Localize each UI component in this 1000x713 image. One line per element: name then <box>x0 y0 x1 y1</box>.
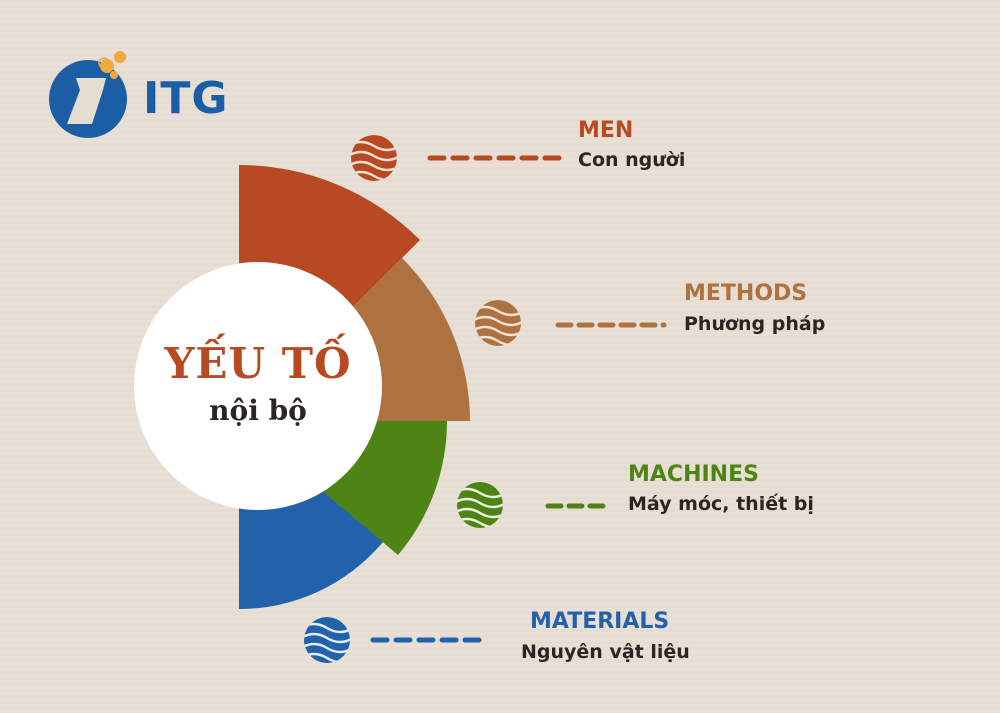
factor-title-methods: METHODS <box>684 281 808 306</box>
wave-ball-icon <box>457 482 503 528</box>
center-circle <box>134 262 382 510</box>
factor-subtitle-machines: Máy móc, thiết bị <box>628 493 814 515</box>
wave-ball-icon <box>351 135 397 181</box>
factor-title-men: MEN <box>578 118 634 143</box>
factor-title-materials: MATERIALS <box>530 609 670 634</box>
factor-subtitle-methods: Phương pháp <box>684 313 826 335</box>
center-subtitle: nội bộ <box>209 394 307 427</box>
factor-subtitle-men: Con người <box>578 149 686 171</box>
logo-text: ITG <box>143 73 229 124</box>
itg-logo-icon <box>49 51 127 138</box>
wave-ball-icon <box>475 300 521 346</box>
center-title: YẾU TỐ <box>164 339 352 388</box>
wave-ball-icon <box>304 617 350 663</box>
factor-title-machines: MACHINES <box>628 462 759 487</box>
factor-subtitle-materials: Nguyên vật liệu <box>521 641 690 663</box>
